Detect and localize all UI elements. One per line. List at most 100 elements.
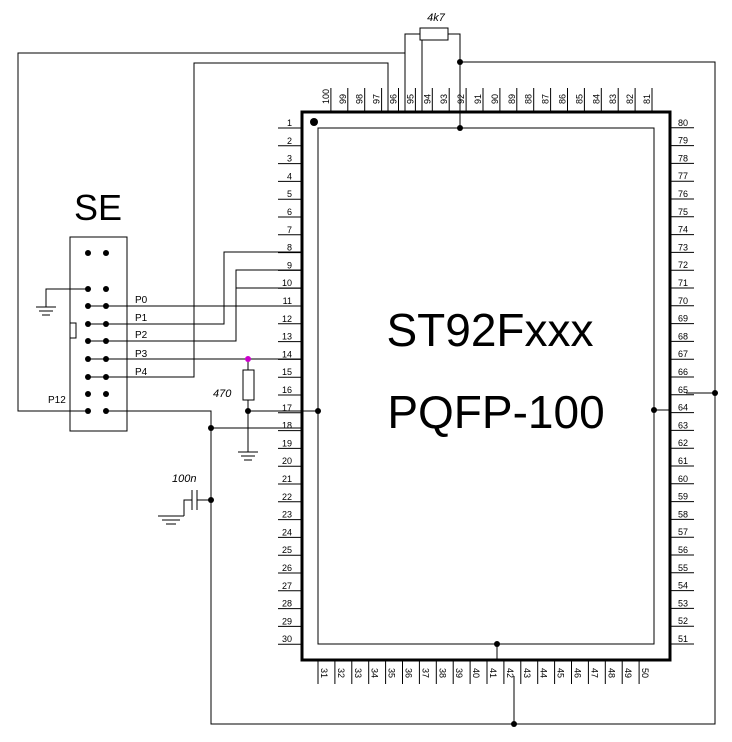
pin-number: 77 [678, 171, 688, 181]
connector-body [69, 236, 128, 432]
pin-number: 39 [454, 668, 464, 678]
pin-number: 94 [422, 94, 432, 104]
pin-number: 90 [490, 94, 500, 104]
label-100n: 100n [172, 473, 196, 485]
label-p2: P2 [135, 330, 148, 341]
connector-key [69, 322, 77, 339]
pin-number: 99 [338, 94, 348, 104]
pin-number: 56 [678, 545, 688, 555]
pin-number: 50 [640, 668, 650, 678]
pin-number: 52 [678, 616, 688, 626]
connector-pin [103, 286, 109, 292]
pins-left: 1234567891011121314151617181920212223242… [278, 118, 302, 645]
wire-p4 [88, 62, 389, 378]
wire-p1 [88, 251, 302, 325]
pin-number: 91 [473, 94, 483, 104]
resistor-4k7 [419, 27, 449, 41]
pin-number: 87 [541, 94, 551, 104]
pin-number: 12 [282, 314, 292, 324]
pin-number: 78 [678, 153, 688, 163]
pin-number: 59 [678, 492, 688, 502]
label-p4: P4 [135, 367, 148, 378]
pin-number: 14 [282, 349, 292, 359]
junctions [208, 59, 718, 727]
pin-number: 41 [488, 668, 498, 678]
connector-pin [103, 250, 109, 256]
connector-pins [85, 250, 109, 414]
pin-number: 49 [623, 668, 633, 678]
pin-number: 29 [282, 616, 292, 626]
pin-number: 61 [678, 456, 688, 466]
pin-number: 36 [404, 668, 414, 678]
pin-number: 13 [282, 332, 292, 342]
ground-resistor [238, 451, 258, 461]
pin-number: 62 [678, 438, 688, 448]
pin-number: 63 [678, 420, 688, 430]
pin-number: 27 [282, 581, 292, 591]
label-p3: P3 [135, 349, 148, 360]
wires: 4k7 470 100n [17, 12, 716, 725]
connector-se: SE P0 P1 P2 P3 P4 P12 [48, 187, 148, 432]
pin-number: 6 [287, 207, 292, 217]
pin-number: 72 [678, 260, 688, 270]
connector-pin [103, 391, 109, 397]
pin-number: 73 [678, 242, 688, 252]
connector-pin [85, 250, 91, 256]
pin-number: 66 [678, 367, 688, 377]
pin-number: 86 [558, 94, 568, 104]
pin-number: 51 [678, 634, 688, 644]
label-p1: P1 [135, 313, 148, 324]
chip-package: PQFP-100 [387, 386, 604, 438]
pin-number: 96 [389, 94, 399, 104]
pin-number: 37 [420, 668, 430, 678]
pin-number: 2 [287, 136, 292, 146]
pin-number: 64 [678, 403, 688, 413]
wire-p2 [88, 269, 302, 342]
pin-number: 11 [283, 296, 292, 306]
pin-number: 80 [678, 118, 688, 128]
pin-number: 35 [387, 668, 397, 678]
wire-connector-gnd [45, 288, 88, 307]
pin-number: 84 [591, 94, 601, 104]
pin-number: 4 [287, 171, 292, 181]
pin-number: 69 [678, 314, 688, 324]
junction-dot [208, 425, 214, 431]
pin-number: 17 [282, 403, 292, 413]
pin-number: 65 [678, 385, 688, 395]
connector-title: SE [74, 187, 122, 228]
wire-p12 [17, 52, 406, 412]
pin-number: 60 [678, 474, 688, 484]
wire-4k7-left [404, 33, 420, 53]
pins-top: 8182838485868788899091929394959697989910… [321, 88, 653, 112]
pin-number: 28 [282, 599, 292, 609]
pin-number: 24 [282, 527, 292, 537]
pin-number: 40 [471, 668, 481, 678]
pin-number: 8 [287, 243, 292, 253]
pin-number: 85 [574, 94, 584, 104]
pin-number: 38 [437, 668, 447, 678]
pin-number: 10 [282, 278, 292, 288]
junction-dot-p3 [245, 356, 251, 362]
pin-number: 26 [282, 563, 292, 573]
pin-number: 5 [287, 189, 292, 199]
pin-number: 97 [372, 94, 382, 104]
junction-dot [712, 390, 718, 396]
junction-dot [208, 497, 214, 503]
pin-number: 9 [287, 260, 292, 270]
pin-number: 1 [287, 118, 292, 128]
pin-number: 44 [539, 668, 549, 678]
pin-number: 32 [336, 668, 346, 678]
pin-number: 7 [287, 225, 292, 235]
pin-number: 34 [370, 668, 380, 678]
pin-number: 21 [282, 474, 292, 484]
wire-4k7-right [448, 33, 461, 62]
connector-pin [85, 391, 91, 397]
pin-number: 43 [522, 668, 532, 678]
pin-number: 89 [507, 94, 517, 104]
pin-number: 3 [287, 154, 292, 164]
pin-number: 18 [282, 421, 292, 431]
pin-number: 82 [625, 94, 635, 104]
pin-number: 57 [678, 527, 688, 537]
pin-number: 81 [642, 94, 652, 104]
